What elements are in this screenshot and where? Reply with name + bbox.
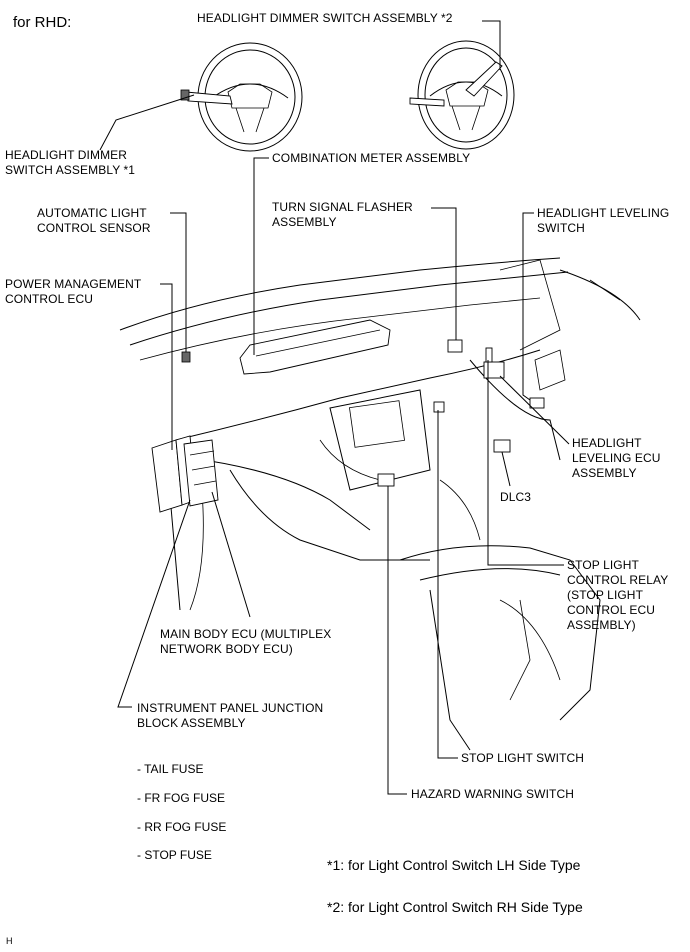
hazard-switch-part bbox=[377, 473, 395, 487]
label-combination-meter: COMBINATION METER ASSEMBLY bbox=[272, 151, 471, 165]
steering-wheel-lh-type bbox=[180, 42, 303, 152]
steering-wheel-rh-type bbox=[409, 40, 515, 150]
label-power-management-ecu: POWER MANAGEMENT CONTROL ECU bbox=[5, 277, 142, 306]
fuse-item: - TAIL FUSE bbox=[137, 762, 204, 776]
label-dlc3: DLC3 bbox=[500, 490, 532, 504]
footnote-2: *2: for Light Control Switch RH Side Typ… bbox=[327, 899, 583, 915]
turn-signal-flasher-part bbox=[447, 339, 463, 353]
leader-leveling-ecu bbox=[499, 375, 570, 445]
junction-block-part bbox=[183, 439, 219, 507]
fuse-item: - FR FOG FUSE bbox=[137, 791, 225, 805]
label-stop-light-relay: STOP LIGHT CONTROL RELAY (STOP LIGHT CON… bbox=[567, 558, 669, 632]
stop-light-switch-part bbox=[433, 401, 445, 413]
leader-auto-light-sensor bbox=[170, 212, 187, 352]
label-turn-signal-flasher: TURN SIGNAL FLASHER ASSEMBLY bbox=[272, 200, 413, 229]
leader-hazard-switch bbox=[387, 486, 407, 795]
leader-combination-meter bbox=[253, 157, 269, 355]
combination-meter-part bbox=[239, 319, 391, 375]
label-hazard-warning-switch: HAZARD WARNING SWITCH bbox=[411, 787, 574, 801]
fuse-item: - STOP FUSE bbox=[137, 848, 212, 862]
leader-stop-light-switch bbox=[437, 410, 458, 759]
fuse-item: - RR FOG FUSE bbox=[137, 820, 227, 834]
automatic-light-sensor-part bbox=[181, 351, 191, 363]
footnote-1: *1: for Light Control Switch LH Side Typ… bbox=[327, 857, 581, 873]
leader-turn-signal bbox=[431, 207, 457, 340]
leader-dimmer-2 bbox=[482, 20, 501, 70]
leader-leveling-switch bbox=[522, 212, 534, 401]
label-stop-light-switch: STOP LIGHT SWITCH bbox=[461, 751, 585, 765]
corner-mark: H bbox=[6, 936, 13, 946]
label-headlight-leveling-switch: HEADLIGHT LEVELING SWITCH bbox=[537, 206, 670, 235]
label-instrument-panel-jb: INSTRUMENT PANEL JUNCTION BLOCK ASSEMBLY bbox=[137, 701, 324, 730]
stop-light-relay-part bbox=[485, 347, 493, 363]
dlc3-connector-part bbox=[493, 439, 511, 453]
label-headlight-dimmer-2: HEADLIGHT DIMMER SWITCH ASSEMBLY *2 bbox=[197, 11, 453, 25]
headlight-leveling-switch-part bbox=[529, 397, 545, 409]
leader-stop-light-relay bbox=[487, 360, 564, 566]
label-main-body-ecu: MAIN BODY ECU (MULTIPLEX NETWORK BODY EC… bbox=[160, 627, 332, 656]
leader-lines bbox=[99, 20, 570, 795]
leader-main-body-ecu bbox=[211, 491, 251, 618]
leader-power-management bbox=[160, 283, 173, 450]
label-auto-light-sensor: AUTOMATIC LIGHT CONTROL SENSOR bbox=[37, 206, 151, 235]
label-headlight-leveling-ecu: HEADLIGHT LEVELING ECU ASSEMBLY bbox=[572, 436, 661, 480]
page-heading: for RHD: bbox=[13, 14, 72, 31]
leader-dlc3 bbox=[501, 451, 511, 487]
leader-dimmer-1 bbox=[99, 94, 195, 151]
leader-junction-block bbox=[117, 499, 191, 708]
label-headlight-dimmer-1: HEADLIGHT DIMMER SWITCH ASSEMBLY *1 bbox=[5, 148, 136, 177]
headlight-leveling-ecu-part bbox=[483, 361, 505, 379]
